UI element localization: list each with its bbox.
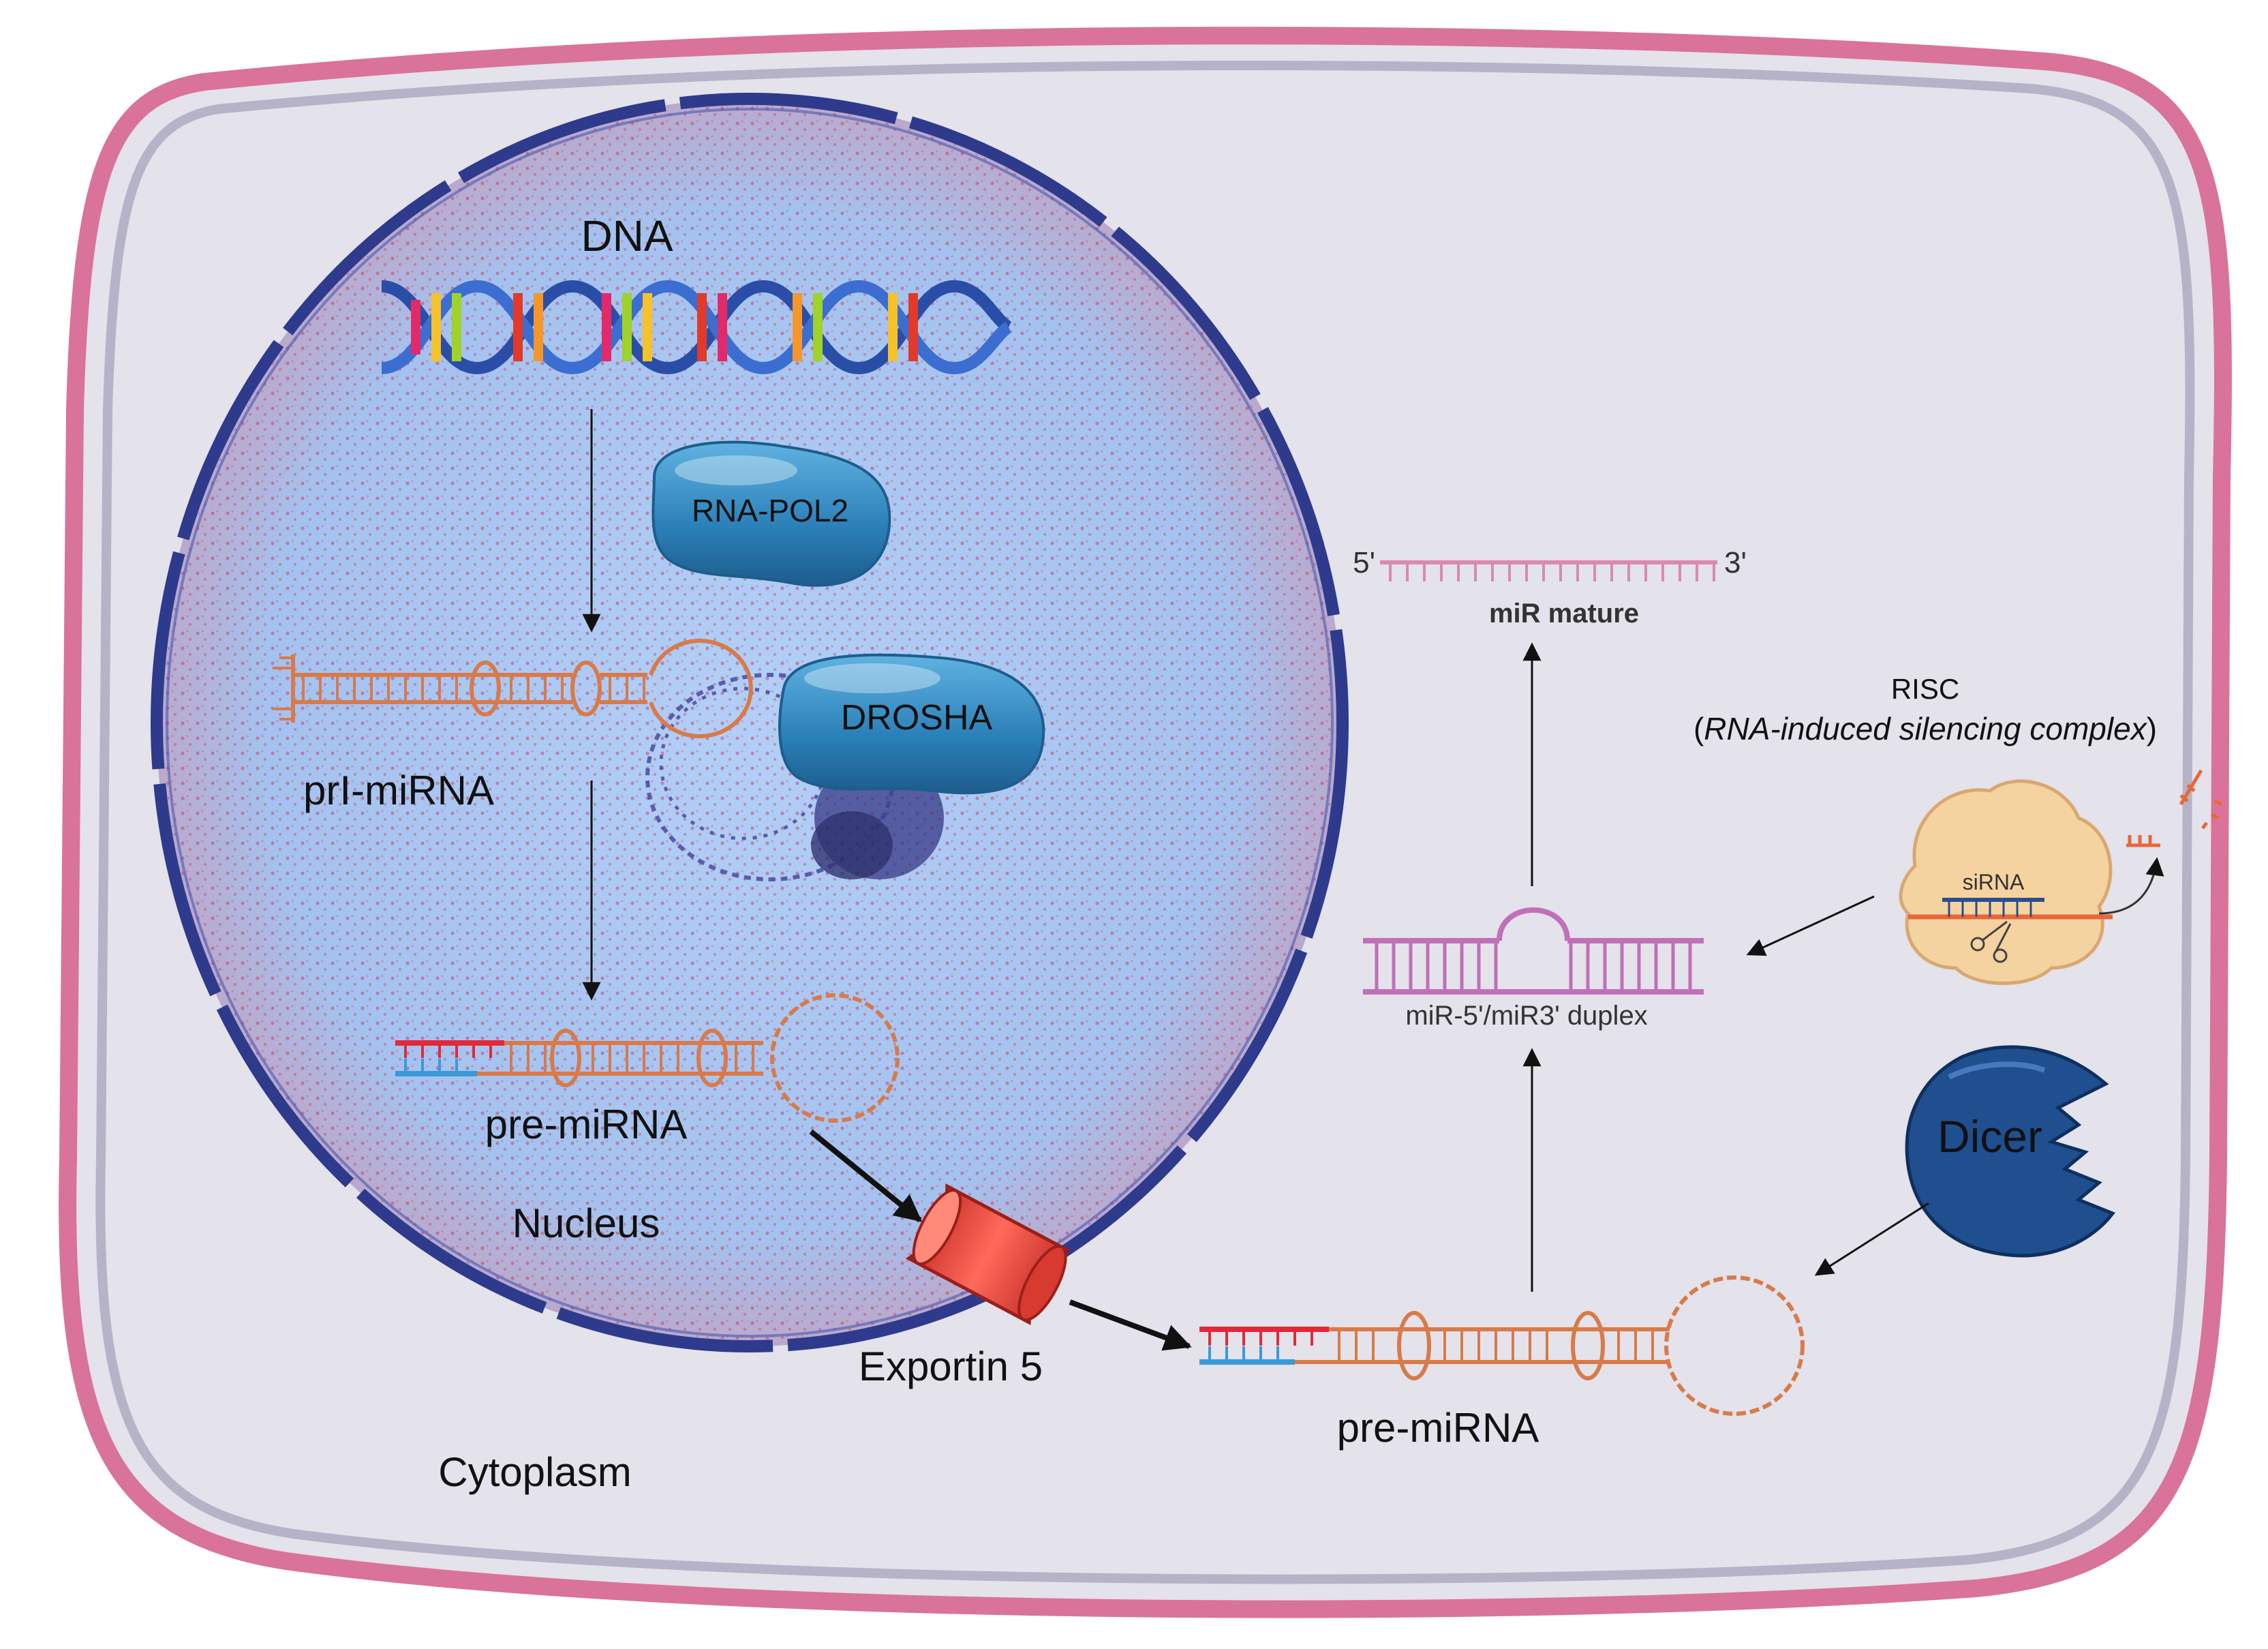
duplex-label: miR-5'/miR3' duplex	[1405, 1001, 1647, 1031]
rna-polymerase-blob-icon	[652, 440, 891, 587]
mirna-duplex	[1363, 907, 1704, 995]
dna-label: DNA	[581, 211, 673, 260]
pre-mirna-cytoplasm-label: pre-miRNA	[1337, 1405, 1539, 1451]
three-prime-label: 3'	[1724, 546, 1747, 579]
mir-mature-label: miR mature	[1489, 599, 1639, 629]
arrow-pre-to-exportin	[809, 1129, 923, 1223]
dna-helix-icon	[381, 279, 1012, 375]
arrow-risc-release	[2098, 857, 2164, 915]
exportin-label: Exportin 5	[859, 1344, 1043, 1389]
scissors-icon	[1970, 920, 2012, 963]
risc-full-text: RNA-induced silencing complex	[1704, 711, 2147, 746]
cytoplasm-label: Cytoplasm	[438, 1449, 631, 1495]
arrow-risc-to-duplex	[1746, 895, 1875, 956]
exportin-channel-icon	[905, 1183, 1071, 1326]
cleaved-rna-fragments	[2126, 769, 2223, 847]
nuclear-envelope	[151, 93, 1349, 1352]
risc-paren-close: )	[2147, 711, 2157, 746]
risc-full-name: (RNA-induced silencing complex)	[1694, 711, 2157, 746]
pre-mirna-nucleus-label: pre-miRNA	[485, 1102, 688, 1147]
rna-pol2-label: RNA-POL2	[692, 493, 848, 528]
cell-inner-membrane	[95, 60, 2195, 1584]
sirna-label: siRNA	[1963, 870, 2025, 894]
arrow-exportin-to-cytoplasm	[1069, 1299, 1192, 1351]
pri-mirna-label: prI-miRNA	[303, 768, 494, 813]
mir-mature-strand	[1380, 560, 1717, 581]
pre-mirna-cytoplasm-hairpin	[1199, 1275, 1805, 1416]
nucleus	[151, 93, 1349, 1352]
pri-mirna-hairpin	[273, 639, 753, 738]
drosha-label: DROSHA	[841, 698, 993, 738]
risc-complex-icon	[1899, 779, 2113, 985]
dicer-pacman-icon	[1905, 1045, 2115, 1258]
risc-title: RISC	[1891, 673, 1959, 705]
pre-mirna-nucleus-hairpin	[395, 993, 900, 1123]
arrow-dicer-to-pre	[1814, 1202, 1929, 1276]
five-prime-label: 5'	[1353, 546, 1375, 579]
risc-paren-open: (	[1694, 711, 1704, 746]
dicer-label: Dicer	[1937, 1111, 2042, 1162]
nucleus-label: Nucleus	[512, 1200, 660, 1246]
drosha-blob-icon	[778, 653, 1045, 795]
